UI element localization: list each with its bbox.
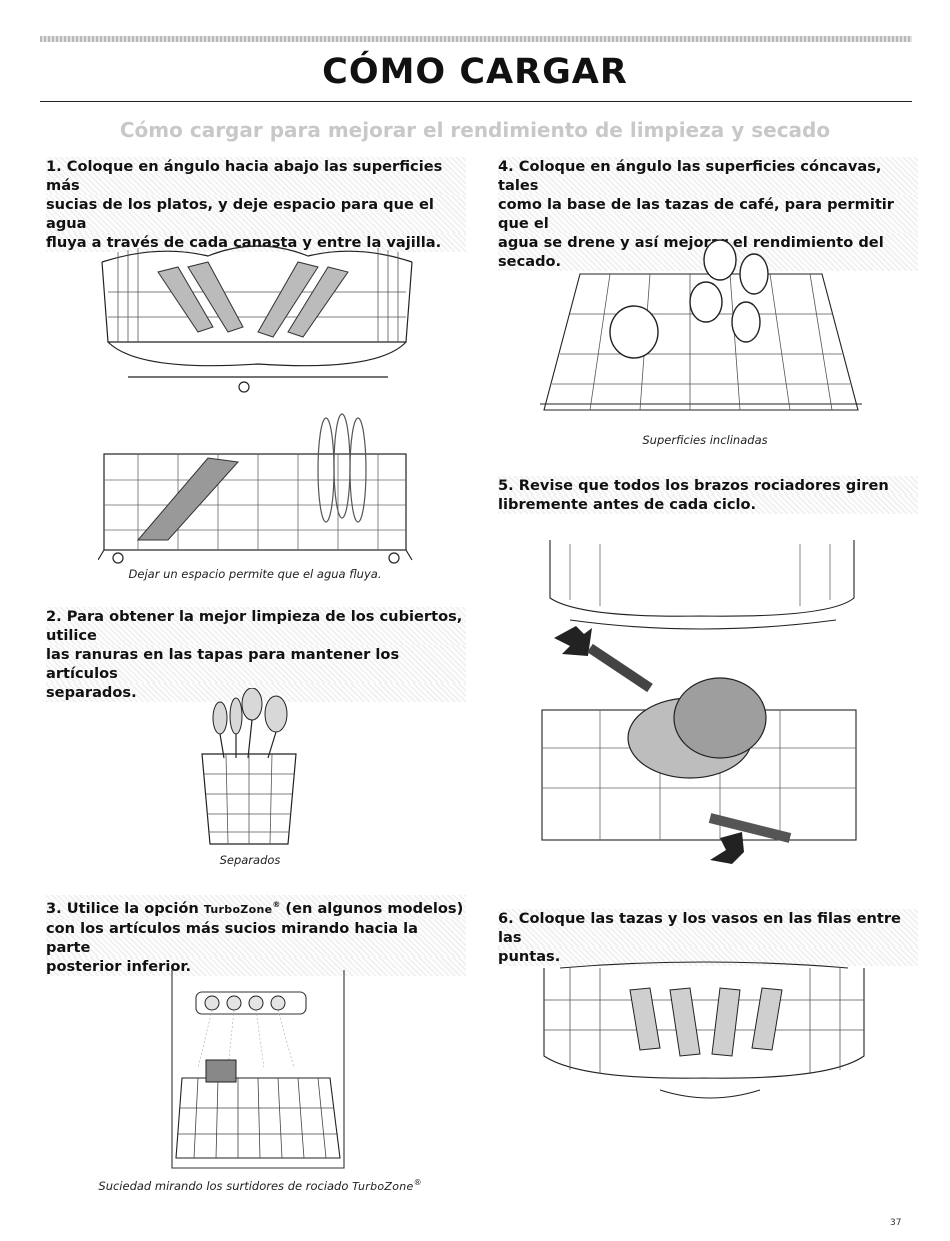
step-5: 5. Revise que todos los brazos rociadore…	[498, 476, 918, 514]
step-3: 3. Utilice la opción TurboZone® (en algu…	[46, 895, 466, 976]
registered-mark: ®	[272, 900, 281, 909]
page-number: 37	[890, 1218, 902, 1228]
caption-separated: Separados	[219, 853, 281, 867]
step-line: sucias de los platos, y deje espacio par…	[46, 195, 466, 233]
step-line: con los artículos más sucios mirando hac…	[46, 918, 466, 957]
step-number: 6.	[498, 910, 514, 927]
cups-rows-illustration	[540, 960, 868, 1120]
step-6: 6. Coloque las tazas y los vasos en las …	[498, 909, 918, 966]
step-line: (en algunos modelos)	[280, 899, 464, 917]
step-line: Coloque en ángulo las superficies cóncav…	[498, 158, 882, 194]
step-line: como la base de las tazas de café, para …	[498, 195, 918, 233]
caption-turbozone-text: Suciedad mirando los surtidores de rocia…	[98, 1178, 353, 1193]
step-line: fluya a través de cada canasta y entre l…	[46, 233, 466, 252]
step-number: 5.	[498, 477, 514, 494]
step-line: puntas.	[498, 947, 918, 966]
page-title: CÓMO CARGAR	[322, 52, 628, 92]
step-1: 1. Coloque en ángulo hacia abajo las sup…	[46, 157, 466, 252]
step-number: 4.	[498, 158, 514, 175]
silverware-basket-illustration	[196, 688, 302, 850]
lower-rack-illustration	[98, 410, 416, 568]
step-line: Utilice la opción	[66, 899, 204, 917]
caption-turbozone: Suciedad mirando los surtidores de rocia…	[60, 1178, 460, 1193]
step-line: libremente antes de cada ciclo.	[498, 495, 918, 514]
title-rule	[40, 101, 912, 102]
brand-turbozone: TurboZone	[352, 1179, 414, 1193]
step-line: Revise que todos los brazos rociadores g…	[518, 477, 889, 494]
registered-mark: ®	[413, 1178, 422, 1187]
caption-inclined: Superficies inclinadas	[642, 433, 768, 447]
step-line: Coloque las tazas y los vasos en las fil…	[498, 910, 901, 946]
turbozone-illustration	[168, 968, 348, 1180]
page-subtitle: Cómo cargar para mejorar el rendimiento …	[119, 118, 831, 142]
spray-arm-illustration	[540, 538, 862, 868]
step-number: 1.	[46, 158, 62, 175]
brand-turbozone: TurboZone	[203, 902, 273, 916]
step-line: posterior inferior.	[46, 956, 466, 976]
upper-rack-illustration	[98, 232, 416, 402]
step-line: Para obtener la mejor limpieza de los cu…	[46, 608, 463, 644]
step-number: 3.	[46, 899, 62, 917]
step-line: Coloque en ángulo hacia abajo las superf…	[46, 158, 443, 194]
caption-flow: Dejar un espacio permite que el agua flu…	[128, 567, 382, 581]
step-line: las ranuras en las tapas para mantener l…	[46, 645, 466, 683]
inclined-cups-illustration	[540, 234, 862, 414]
step-number: 2.	[46, 608, 62, 625]
decorative-top-bar	[40, 36, 912, 42]
